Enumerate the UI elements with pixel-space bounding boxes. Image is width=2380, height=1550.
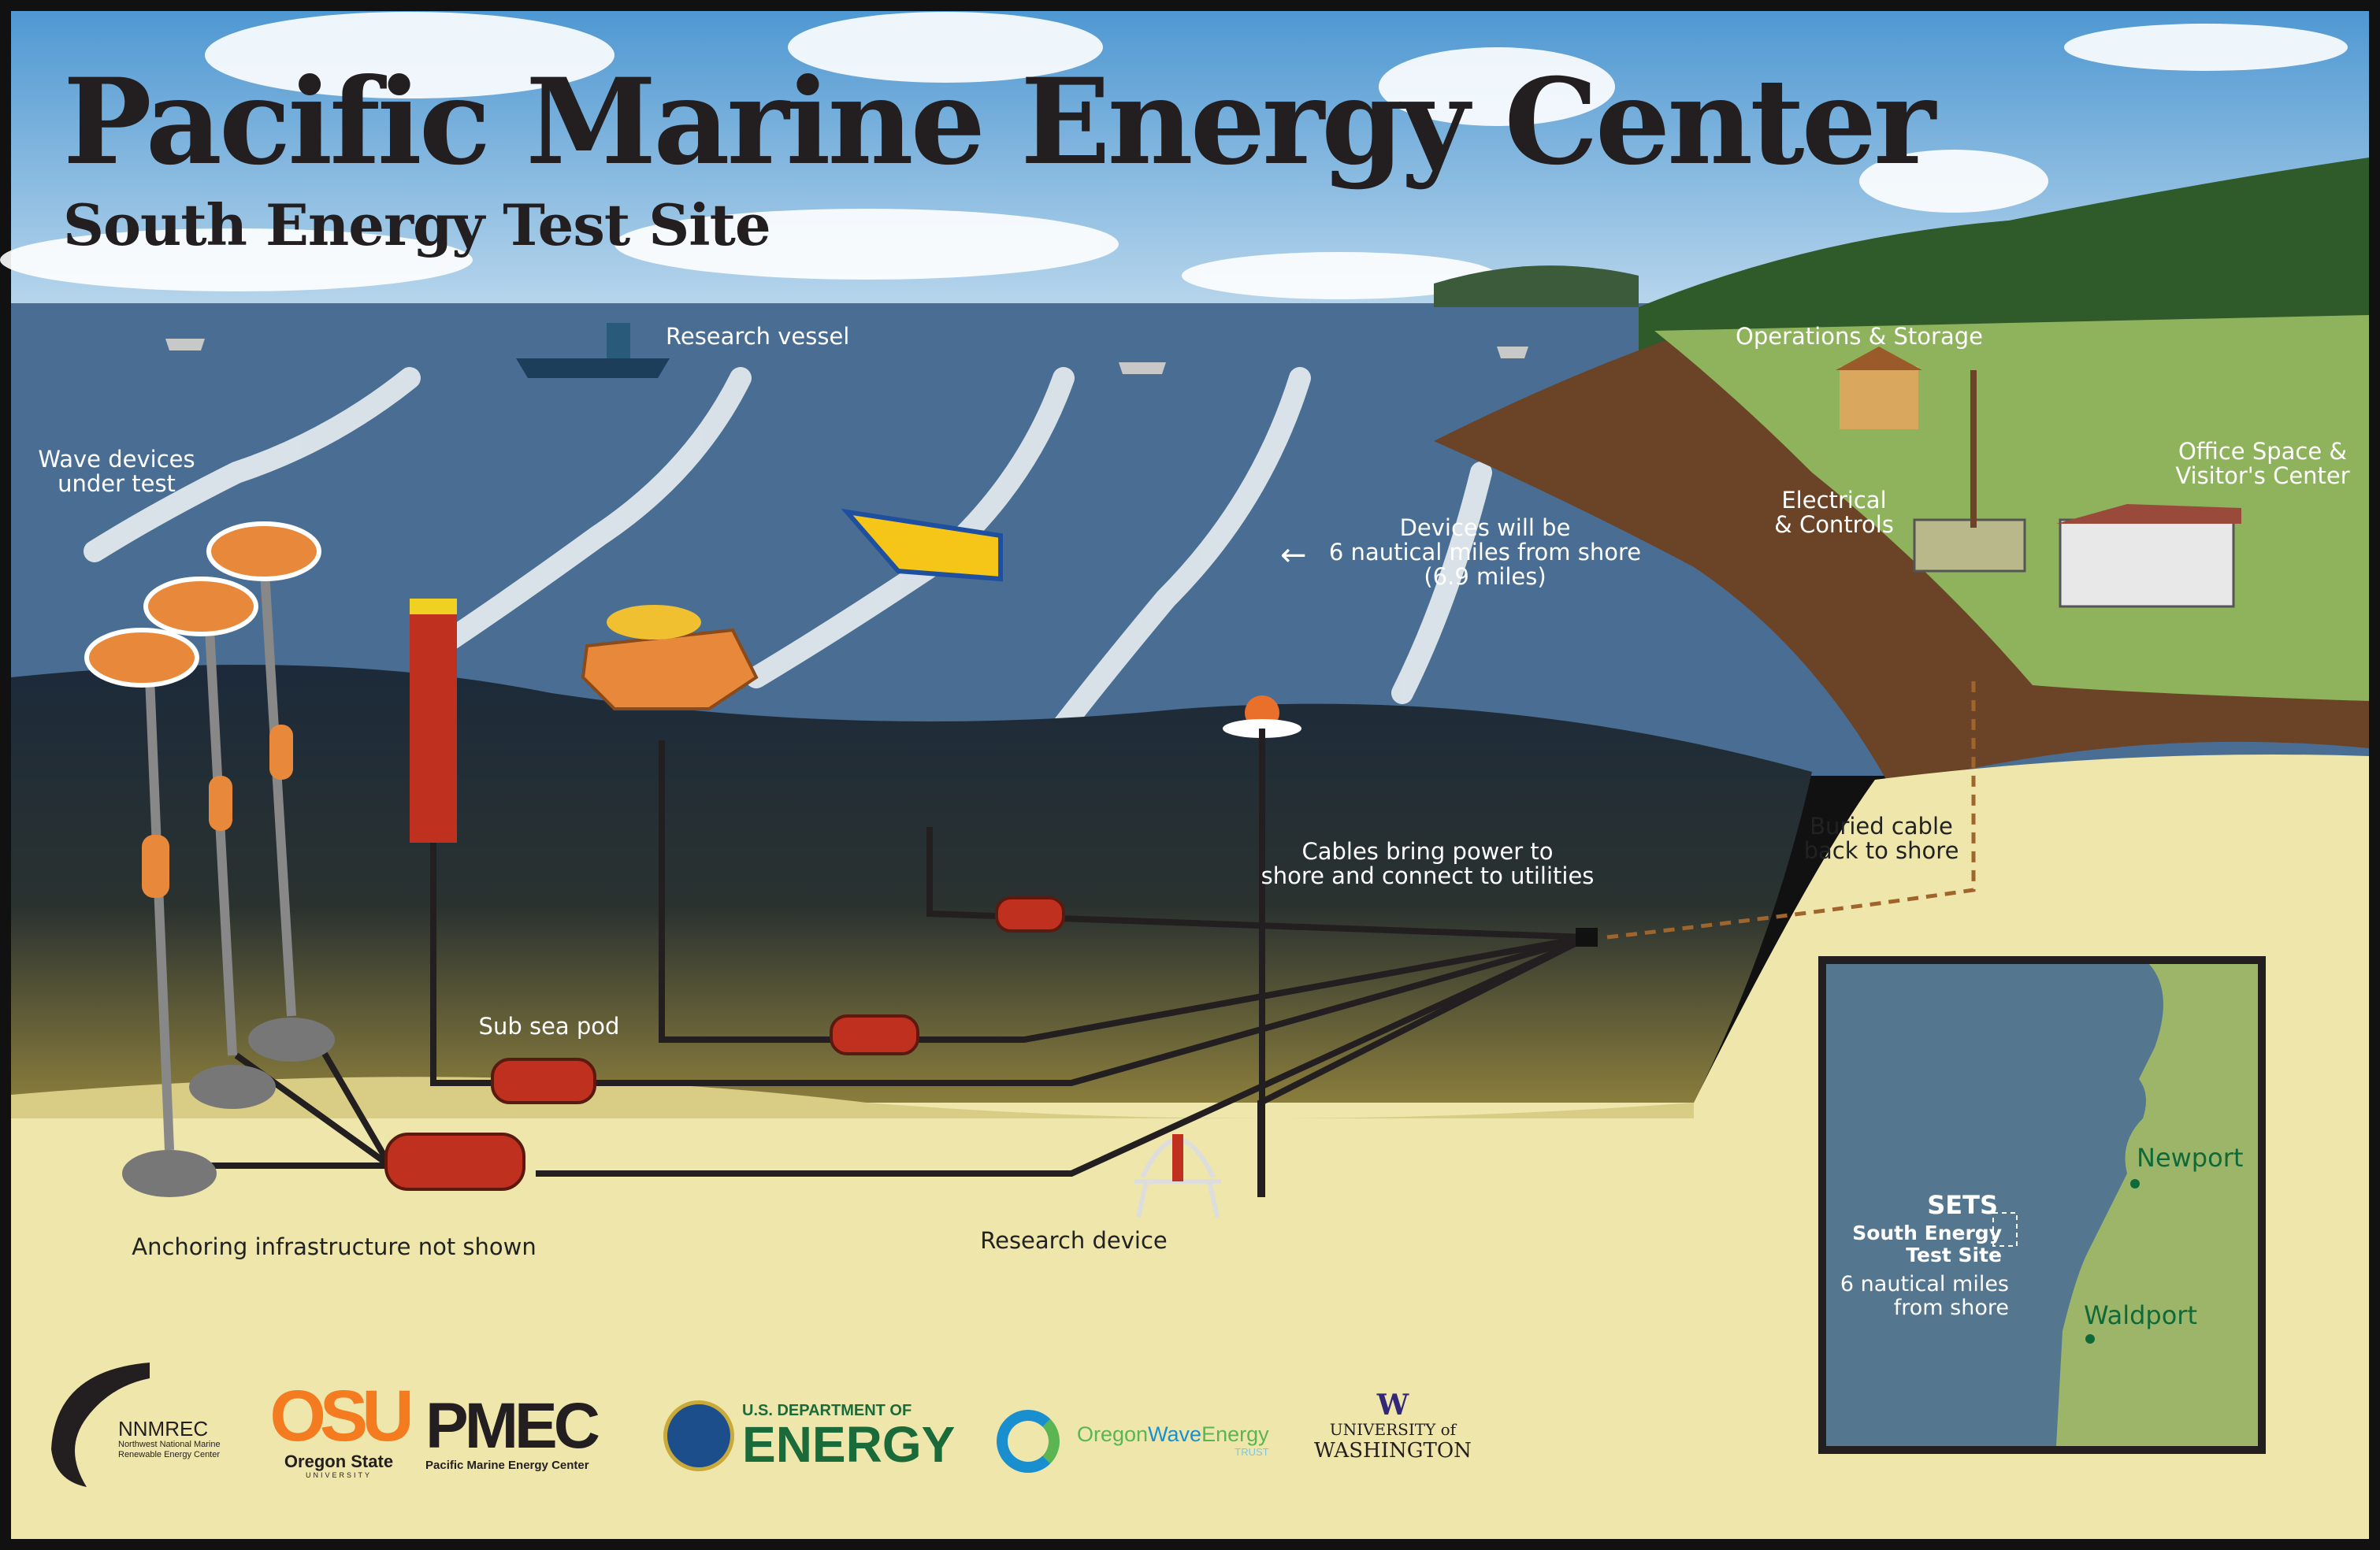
label-anchoring: Anchoring infrastructure not shown (132, 1233, 537, 1260)
uw-line2: WASHINGTON (1314, 1439, 1472, 1463)
nnmrec-text: NNMREC Northwest National Marine Renewab… (118, 1418, 221, 1460)
doe-line2: ENERGY (742, 1416, 956, 1473)
nnmrec-wave-icon (51, 1363, 150, 1487)
doe-line1: U.S. DEPARTMENT OF (742, 1402, 912, 1419)
pmec-logo: PMEC Pacific Marine Energy Center (425, 1390, 600, 1473)
page-title: Pacific Marine Energy Center (63, 53, 1936, 191)
owet-part2: Wave (1148, 1422, 1202, 1446)
owet-swirl-icon (997, 1410, 1060, 1473)
label-office: Office Space &Visitor's Center (2175, 439, 2349, 488)
owet-line2: TRUST (1235, 1446, 1269, 1458)
map-site-code: SETS (1927, 1190, 1998, 1220)
label-line: Test Site (1906, 1244, 2002, 1266)
red-spar-device (410, 599, 457, 843)
fishing-boats (165, 339, 1528, 374)
label-line: under test (58, 470, 176, 497)
label-line: Visitor's Center (2175, 462, 2350, 489)
osu-line2: UNIVERSITY (305, 1471, 372, 1479)
sets-site-marker (1992, 1212, 2018, 1247)
map-town-newport: Newport (2137, 1143, 2244, 1173)
pmec-mark: PMEC (425, 1390, 600, 1462)
label-line: South Energy (1852, 1222, 2002, 1244)
label-research-device: Research device (980, 1227, 1168, 1254)
label-line: 6 nautical miles (1840, 1272, 2009, 1296)
nnmrec-line1: Northwest National Marine (118, 1440, 221, 1449)
waldport-dot (2085, 1334, 2095, 1344)
buried-cable (1606, 677, 1976, 940)
doe-seal-icon (663, 1400, 734, 1471)
label-line: Buried cable (1810, 813, 1953, 840)
subsea-pod (830, 1014, 919, 1055)
label-line: Cables bring power to (1301, 838, 1554, 865)
osu-mark: OSU (269, 1376, 414, 1456)
subsea-pod (384, 1133, 525, 1191)
owet-part1: Oregon (1077, 1422, 1149, 1446)
distant-headland (1434, 265, 1639, 307)
pmec-line1: Pacific Marine Energy Center (425, 1459, 589, 1472)
label-line: shore and connect to utilities (1261, 862, 1595, 889)
owet-part3: Energy (1201, 1422, 1269, 1446)
doe-logo: U.S. DEPARTMENT OF ENERGY (742, 1402, 955, 1470)
label-research-vessel: Research vessel (666, 323, 850, 350)
osu-line1: Oregon State (284, 1452, 394, 1471)
operations-building (1836, 347, 1922, 429)
deep-water (11, 665, 1812, 1103)
osu-logo: OSU Oregon State UNIVERSITY (268, 1376, 414, 1480)
clouds (0, 12, 2348, 299)
research-device-frame (1134, 1134, 1221, 1218)
page-subtitle: South Energy Test Site (63, 191, 771, 258)
label-line: Wave devices (38, 446, 195, 473)
uw-mark: W (1376, 1389, 1409, 1422)
label-line: Office Space & (2178, 438, 2348, 465)
wave-crests (84, 367, 1492, 767)
subsea-pod (995, 896, 1065, 933)
orange-platform-device (581, 605, 759, 710)
label-line: (6.9 miles) (1424, 563, 1546, 590)
nnmrec-logo (39, 1355, 158, 1489)
label-line: 6 nautical miles from shore (1328, 539, 1642, 565)
newport-dot (2130, 1179, 2140, 1188)
junction-box (1576, 928, 1598, 947)
label-line: Devices will be (1399, 514, 1571, 541)
map-town-waldport: Waldport (2084, 1300, 2197, 1330)
nnmrec-line2: Renewable Energy Center (118, 1450, 221, 1459)
electrical-building (1913, 518, 2026, 573)
yellow-boat-device (841, 508, 1003, 582)
uw-line1: UNIVERSITY of (1329, 1420, 1457, 1439)
office-building (2056, 504, 2241, 608)
seabed-shadow (11, 1077, 1694, 1118)
nnmrec-name: NNMREC (118, 1417, 209, 1441)
label-subsea-pod: Sub sea pod (478, 1013, 620, 1040)
label-line: from shore (1893, 1296, 2009, 1320)
surface-buoy (1223, 695, 1301, 1197)
uw-logo: W UNIVERSITY of WASHINGTON (1314, 1390, 1472, 1463)
subsea-pod (491, 1058, 596, 1104)
wave-devices (84, 521, 335, 1197)
arrow-left-icon: ← (1280, 537, 1307, 573)
label-electrical: Electrical& Controls (1774, 488, 1894, 537)
research-vessel (516, 323, 670, 378)
subsea-pods (384, 896, 1065, 1191)
label-line: Electrical (1781, 487, 1887, 514)
label-line: & Controls (1774, 511, 1894, 538)
inset-map (1818, 956, 2266, 1454)
owet-logo: OregonWaveEnergy TRUST (1077, 1422, 1269, 1458)
label-line: back to shore (1803, 837, 1959, 864)
label-operations: Operations & Storage (1736, 323, 1983, 350)
